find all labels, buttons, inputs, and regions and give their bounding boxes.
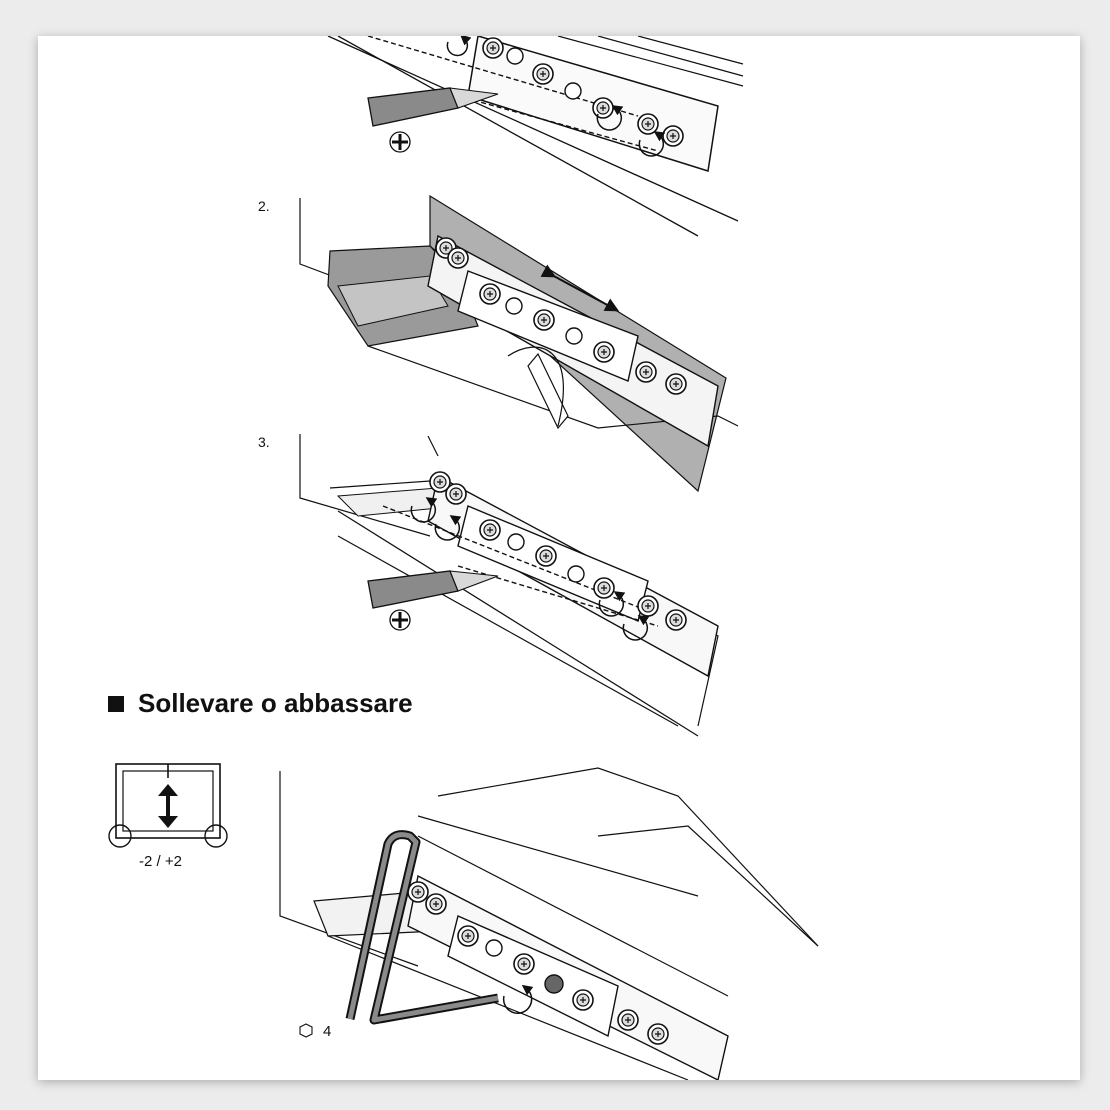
section-title: Sollevare o abbassare bbox=[138, 688, 413, 718]
hex-key-size: 4 bbox=[323, 1023, 332, 1040]
phillips-screwdriver-icon bbox=[389, 609, 411, 631]
illustration-lift-lower bbox=[279, 767, 819, 1080]
step-label-2: 2. bbox=[258, 198, 270, 214]
illustration-step-2 bbox=[299, 194, 739, 493]
phillips-screwdriver-icon bbox=[389, 131, 411, 153]
illustration-step-3 bbox=[299, 434, 719, 737]
illustrations bbox=[108, 36, 819, 1080]
adjustment-range: -2 / +2 bbox=[139, 853, 182, 870]
manual-page: 2. 3. Sollevare o abbassare -2 / +2 4 bbox=[38, 36, 1080, 1080]
section-heading: Sollevare o abbassare bbox=[108, 688, 413, 719]
square-bullet-icon bbox=[108, 695, 124, 712]
tool-size-label: 4 bbox=[297, 1023, 331, 1040]
vertical-adjust-icon bbox=[108, 763, 228, 848]
illustration-step-1 bbox=[327, 36, 744, 237]
hex-key-icon bbox=[299, 1023, 313, 1038]
step-label-3: 3. bbox=[258, 434, 270, 450]
